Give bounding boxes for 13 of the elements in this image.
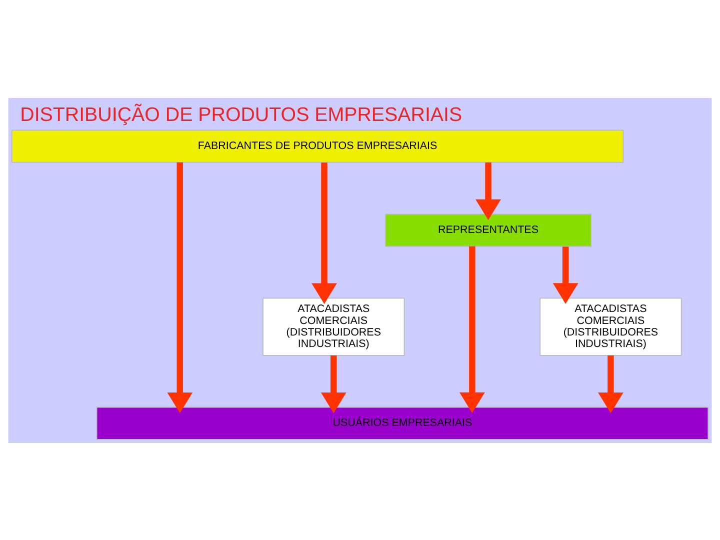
arrow	[312, 162, 337, 304]
arrow	[167, 162, 193, 413]
arrow	[476, 162, 501, 220]
arrow	[598, 355, 624, 413]
node-box: ATACADISTAS COMERCIAIS (DISTRIBUIDORES INDUSTRIAIS)	[262, 297, 405, 356]
node-box: USUÁRIOS EMPRESARIAIS	[96, 406, 709, 440]
arrow	[552, 246, 578, 304]
arrow	[320, 355, 346, 413]
node-box: FABRICANTES DE PRODUTOS EMPRESARIAIS	[11, 129, 624, 162]
arrow	[459, 246, 485, 413]
node-box: ATACADISTAS COMERCIAIS (DISTRIBUIDORES INDUSTRIAIS)	[540, 297, 682, 356]
diagram-title: DISTRIBUIÇÃO DE PRODUTOS EMPRESARIAIS	[20, 103, 462, 126]
node-box: REPRESENTANTES	[385, 213, 592, 246]
